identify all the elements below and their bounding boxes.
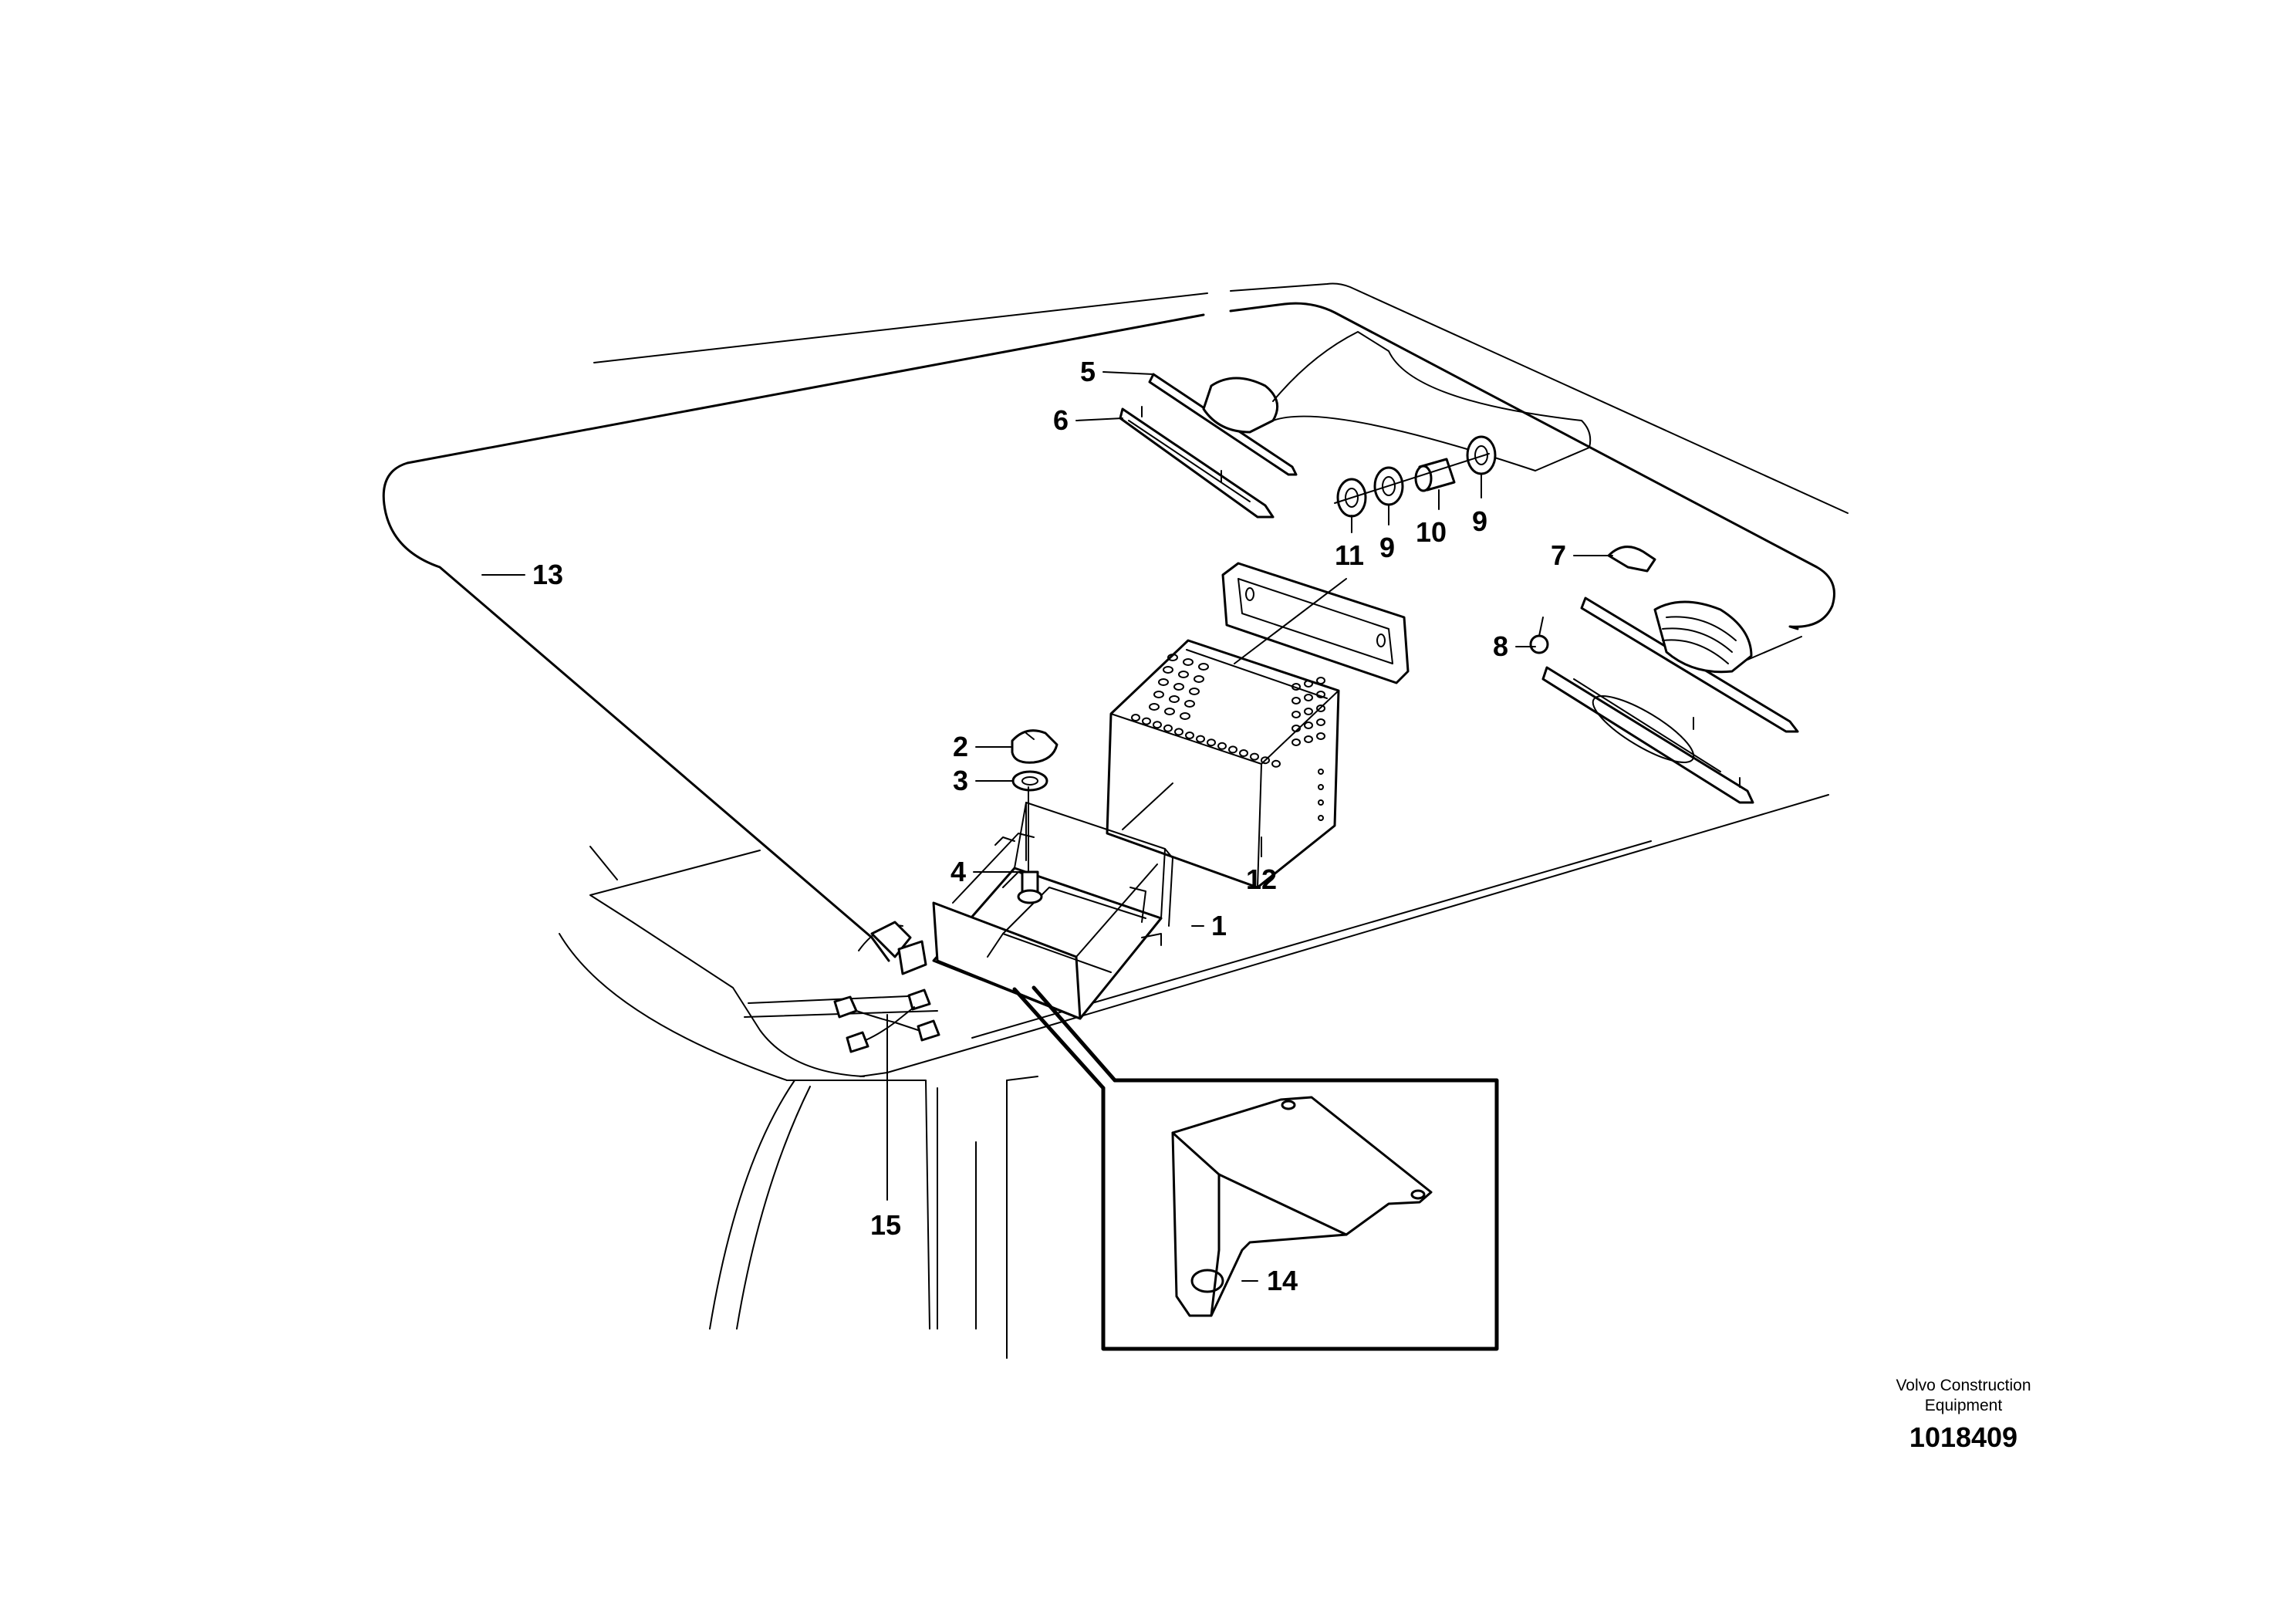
cab-roof-outline	[382, 282, 1849, 1359]
vent-hole	[1304, 735, 1313, 743]
vent-hole	[1183, 658, 1194, 666]
callout-9-right: 9	[1472, 505, 1487, 537]
vent-hole	[1292, 738, 1301, 746]
vent-hole	[1316, 677, 1325, 684]
vent-hole	[1149, 703, 1160, 711]
vent-hole	[1292, 683, 1301, 691]
vent-hole	[1318, 769, 1324, 775]
callout-15: 15	[870, 1209, 901, 1241]
callout-12: 12	[1246, 863, 1277, 895]
detail-inset	[1012, 985, 1499, 1351]
vent-hole	[1196, 735, 1205, 743]
vent-hole	[1271, 759, 1281, 768]
vent-hole	[1239, 749, 1248, 757]
washer-3	[1011, 770, 1048, 792]
radio-mounting-frame	[1221, 562, 1410, 684]
vent-hole	[1163, 724, 1173, 732]
vent-hole	[1304, 694, 1313, 701]
vent-hole	[1163, 666, 1173, 674]
washer-9-right	[1466, 435, 1497, 475]
radio-unit	[1106, 639, 1340, 889]
vent-hole	[1292, 711, 1301, 718]
vent-hole	[1316, 691, 1325, 698]
callout-7: 7	[1551, 539, 1566, 571]
vent-hole	[1250, 752, 1259, 761]
callout-8: 8	[1493, 630, 1508, 662]
washer-nut-stack	[1334, 435, 1497, 518]
brand-line-1: Volvo Construction	[1896, 1377, 2031, 1394]
vent-hole	[1178, 671, 1189, 678]
vent-hole	[1318, 815, 1324, 821]
drawing-number: 1018409	[1909, 1421, 2017, 1453]
vent-hole	[1184, 700, 1195, 708]
screw-8	[1529, 634, 1549, 654]
vent-hole	[1194, 675, 1204, 683]
left-speaker-assembly	[1119, 331, 1592, 519]
vent-hole	[1164, 708, 1175, 715]
vent-hole	[1304, 708, 1313, 715]
vent-hole	[1316, 718, 1325, 726]
vent-hole	[1316, 705, 1325, 712]
title-block: Volvo Construction Equipment 1018409	[1896, 1377, 2031, 1453]
callout-9-left: 9	[1379, 532, 1395, 563]
callout-14: 14	[1267, 1265, 1298, 1296]
clip-7	[1607, 546, 1656, 573]
vent-hole	[1158, 678, 1169, 686]
callout-labels: 1 2 3 4 5 6 7 8 9 9 10 11 12 13 14 15	[532, 356, 1566, 1296]
vent-hole	[1131, 714, 1140, 721]
callout-10: 10	[1416, 516, 1447, 548]
callout-3: 3	[953, 765, 968, 796]
leader-lines	[481, 371, 1613, 1282]
connector-harness	[833, 921, 940, 1053]
vent-hole	[1189, 688, 1200, 695]
callout-2: 2	[953, 731, 968, 762]
radio-mounting-bracket	[932, 802, 1173, 1020]
vent-hole	[1292, 697, 1301, 705]
vent-hole	[1173, 683, 1184, 691]
vent-hole	[1228, 745, 1237, 754]
callout-6: 6	[1053, 404, 1069, 436]
vent-hole	[1174, 728, 1183, 736]
radio-vent-holes	[1131, 654, 1325, 821]
vent-hole	[1142, 717, 1151, 725]
wing-nut-screw-stack	[1011, 729, 1059, 904]
vent-hole	[1153, 721, 1162, 729]
vent-hole	[1153, 691, 1164, 698]
vent-hole	[1180, 712, 1190, 720]
vent-hole	[1169, 695, 1180, 703]
vent-hole	[1198, 663, 1209, 671]
vent-hole	[1318, 784, 1324, 790]
vent-hole	[1261, 756, 1270, 765]
vent-hole	[1318, 799, 1324, 806]
vent-hole	[1304, 721, 1313, 729]
callout-13: 13	[532, 559, 563, 590]
vent-hole	[1167, 654, 1178, 661]
vent-hole	[1304, 680, 1313, 688]
vent-hole	[1207, 738, 1216, 747]
brand-line-2: Equipment	[1925, 1397, 2003, 1414]
wing-nut-2	[1011, 729, 1059, 764]
callout-5: 5	[1080, 356, 1096, 387]
right-speaker-assembly	[1529, 546, 1802, 804]
vent-hole	[1185, 732, 1194, 739]
vent-hole	[1217, 742, 1227, 750]
callout-11: 11	[1335, 539, 1364, 571]
vent-hole	[1316, 732, 1325, 740]
callout-1: 1	[1211, 910, 1227, 941]
callout-4: 4	[950, 856, 966, 887]
vent-hole	[1292, 725, 1301, 732]
